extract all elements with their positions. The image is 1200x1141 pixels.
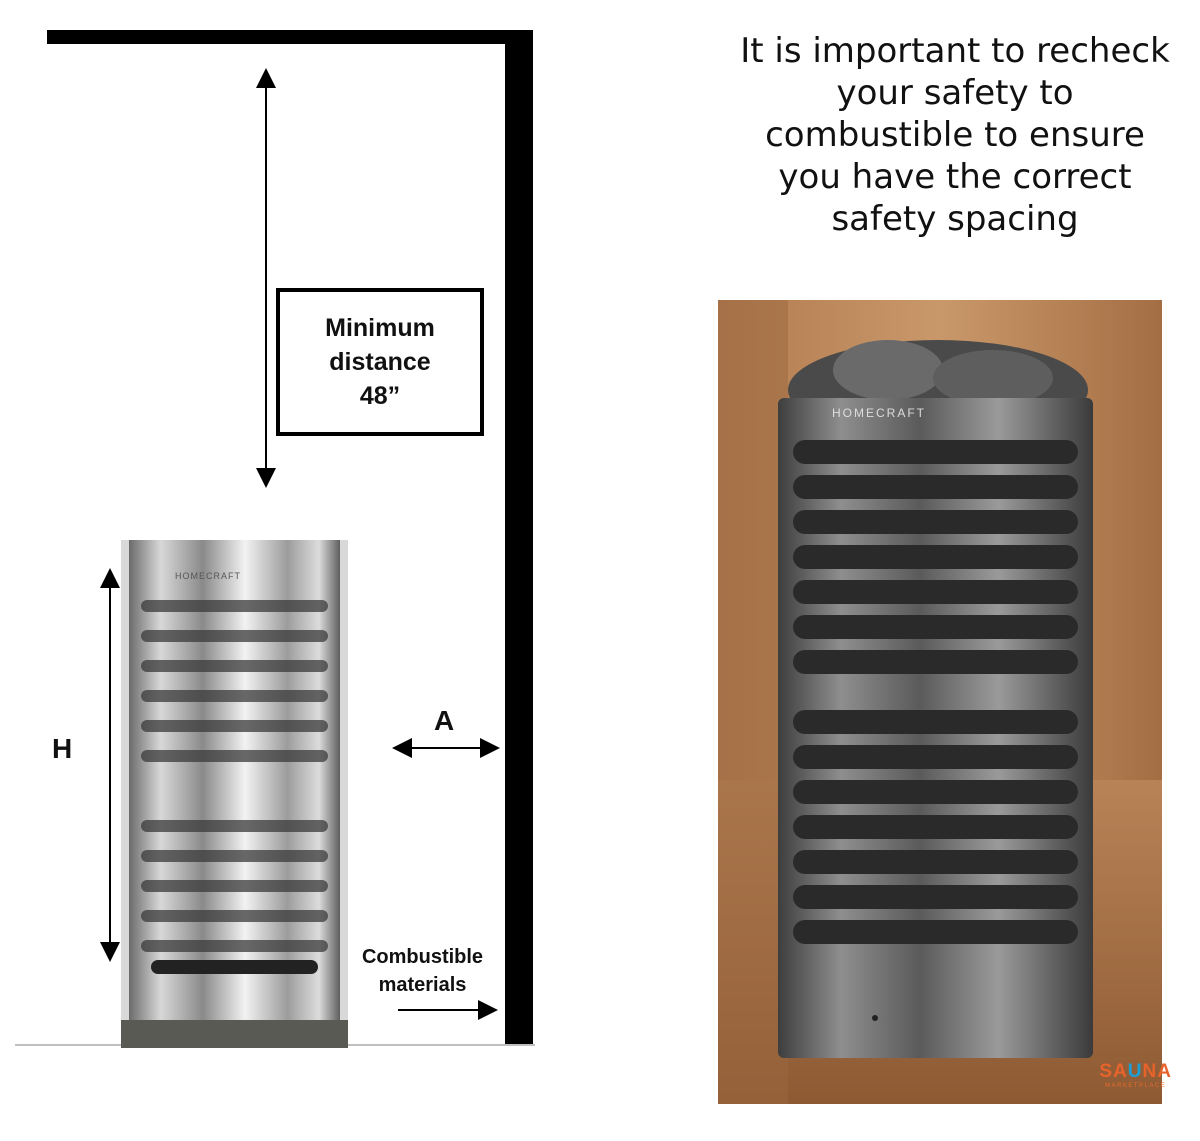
clearance-label: A	[434, 705, 455, 736]
ceiling-wall	[47, 30, 533, 44]
heater-photo-sauna	[718, 300, 1162, 1104]
heater-brand-large: HOMECRAFT	[832, 406, 926, 420]
logo-text: SAUNA	[1099, 1062, 1172, 1082]
logo-subtext: MARKETPLACE	[1105, 1083, 1167, 1089]
logo-letter: S	[1099, 1061, 1114, 1082]
sauna-marketplace-logo: SAUNA MARKETPLACE	[1099, 1062, 1172, 1090]
logo-letter: A	[1113, 1061, 1128, 1082]
heater-brand-small: HOMECRAFT	[175, 571, 241, 581]
logo-letter: A	[1157, 1061, 1172, 1082]
min-distance-box: Minimum distance 48”	[276, 288, 484, 436]
height-label: H	[52, 733, 73, 764]
side-wall	[505, 30, 533, 1045]
logo-letter: N	[1142, 1061, 1158, 1082]
safety-headline: It is important to recheck your safety t…	[740, 31, 1170, 239]
combustible-label: Combustible materials	[361, 946, 484, 996]
dimension-arrows	[100, 68, 500, 1020]
heater-photo-diagram	[121, 540, 348, 1048]
logo-letter: U	[1127, 1061, 1143, 1082]
min-distance-label: Minimum distance 48”	[325, 314, 435, 410]
